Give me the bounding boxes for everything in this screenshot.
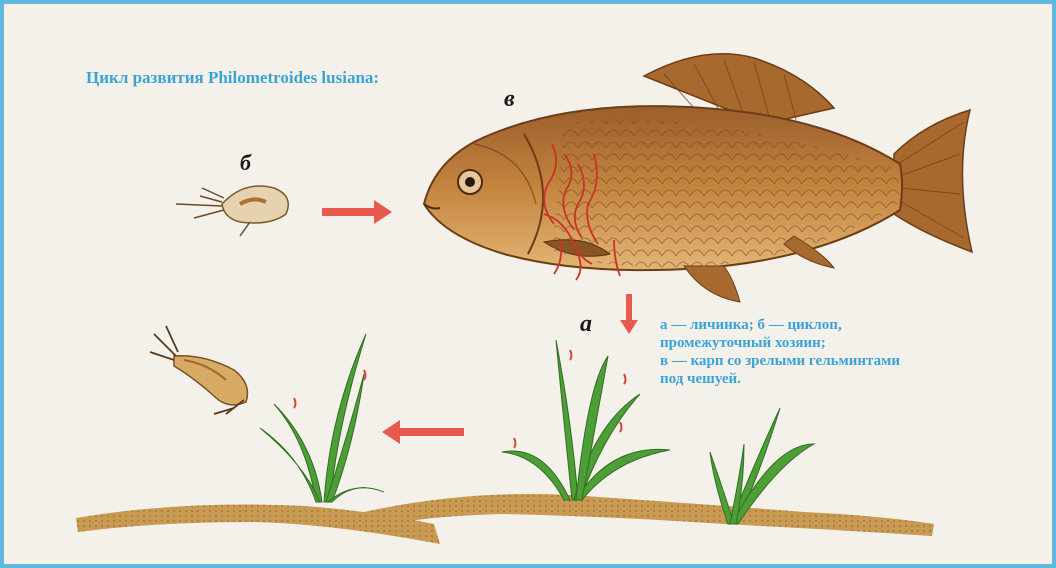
legend-line: под чешуей.: [660, 370, 900, 388]
label-b: б: [240, 150, 251, 176]
larva: [150, 326, 248, 414]
legend-line: в — карп со зрелыми гельминтами: [660, 352, 900, 370]
arrow-right-to-left: [382, 420, 464, 444]
grass-plant-left: [260, 334, 384, 502]
arrow-fish-down: [620, 294, 638, 334]
label-a: а: [580, 311, 592, 338]
grass-plant-right: [710, 408, 814, 524]
grass-plant-middle: [502, 340, 670, 500]
soil-ground: [76, 494, 934, 544]
arrow-cyclops-to-fish: [322, 200, 392, 224]
diagram-canvas: [4, 4, 1052, 564]
legend-line: а — личинка; б — циклоп,: [660, 316, 900, 334]
cyclops-copepod: [176, 186, 288, 236]
legend-line: промежуточный хозяин;: [660, 334, 900, 352]
label-v: в: [504, 86, 515, 113]
diagram-title: Цикл развития Philometroides lusiana:: [86, 68, 379, 88]
legend-text: а — личинка; б — циклоп, промежуточный х…: [660, 316, 900, 388]
